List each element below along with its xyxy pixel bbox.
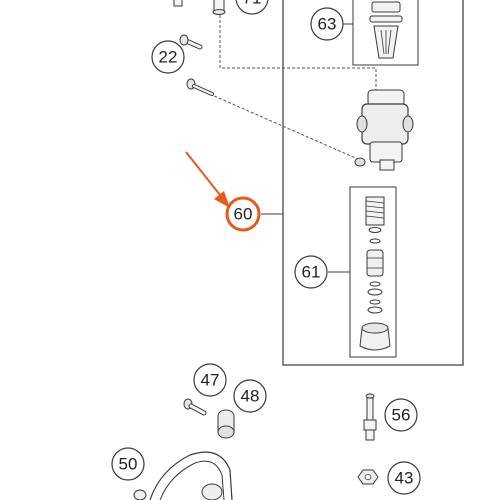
dust-boot-icon bbox=[359, 322, 391, 351]
kit-box-60 bbox=[282, 0, 464, 366]
bolt-47-icon bbox=[183, 398, 207, 416]
callout-47: 47 bbox=[193, 363, 227, 397]
callout-56-label: 56 bbox=[392, 406, 411, 425]
o-ring-icon bbox=[368, 227, 382, 244]
callout-61: 61 bbox=[294, 255, 328, 289]
callout-48-label: 48 bbox=[241, 387, 260, 406]
callout-71-label: 71 bbox=[243, 0, 262, 8]
callout-43: 43 bbox=[387, 461, 421, 495]
callout-61-label: 61 bbox=[302, 263, 321, 282]
seal-rings-icon bbox=[367, 281, 383, 314]
bleeder-56-icon bbox=[363, 393, 377, 441]
brake-lever-50-icon bbox=[133, 451, 233, 500]
dashed-line-71 bbox=[219, 5, 377, 95]
screw-22-icon bbox=[179, 34, 203, 50]
callout-47-label: 47 bbox=[201, 371, 220, 390]
callout-22: 22 bbox=[151, 40, 185, 74]
piston-icon bbox=[366, 249, 384, 277]
highlight-arrow-icon bbox=[185, 151, 230, 208]
callout-48: 48 bbox=[233, 379, 267, 413]
tiny-fastener-icon bbox=[173, 0, 183, 7]
callout-50: 50 bbox=[111, 447, 145, 481]
sub-box-63 bbox=[352, 0, 419, 66]
callout-56: 56 bbox=[384, 398, 418, 432]
callout-22-label: 22 bbox=[159, 48, 178, 67]
dashed-line-22 bbox=[195, 87, 361, 161]
callout-60-label: 60 bbox=[234, 205, 253, 224]
callout-63: 63 bbox=[310, 7, 344, 41]
spring-icon bbox=[365, 196, 385, 226]
reservoir-parts-icon bbox=[369, 1, 403, 59]
nut-43-icon bbox=[357, 469, 379, 485]
bushing-48-icon bbox=[217, 409, 235, 439]
bolt-top-icon bbox=[212, 0, 226, 15]
callout-63-label: 63 bbox=[318, 15, 337, 34]
callout-60: 60 bbox=[225, 196, 261, 232]
long-bolt-icon bbox=[186, 78, 214, 96]
master-cylinder-icon bbox=[354, 89, 414, 171]
callout-50-label: 50 bbox=[119, 455, 138, 474]
callout-43-label: 43 bbox=[395, 469, 414, 488]
callout-71: 71 bbox=[235, 0, 269, 15]
